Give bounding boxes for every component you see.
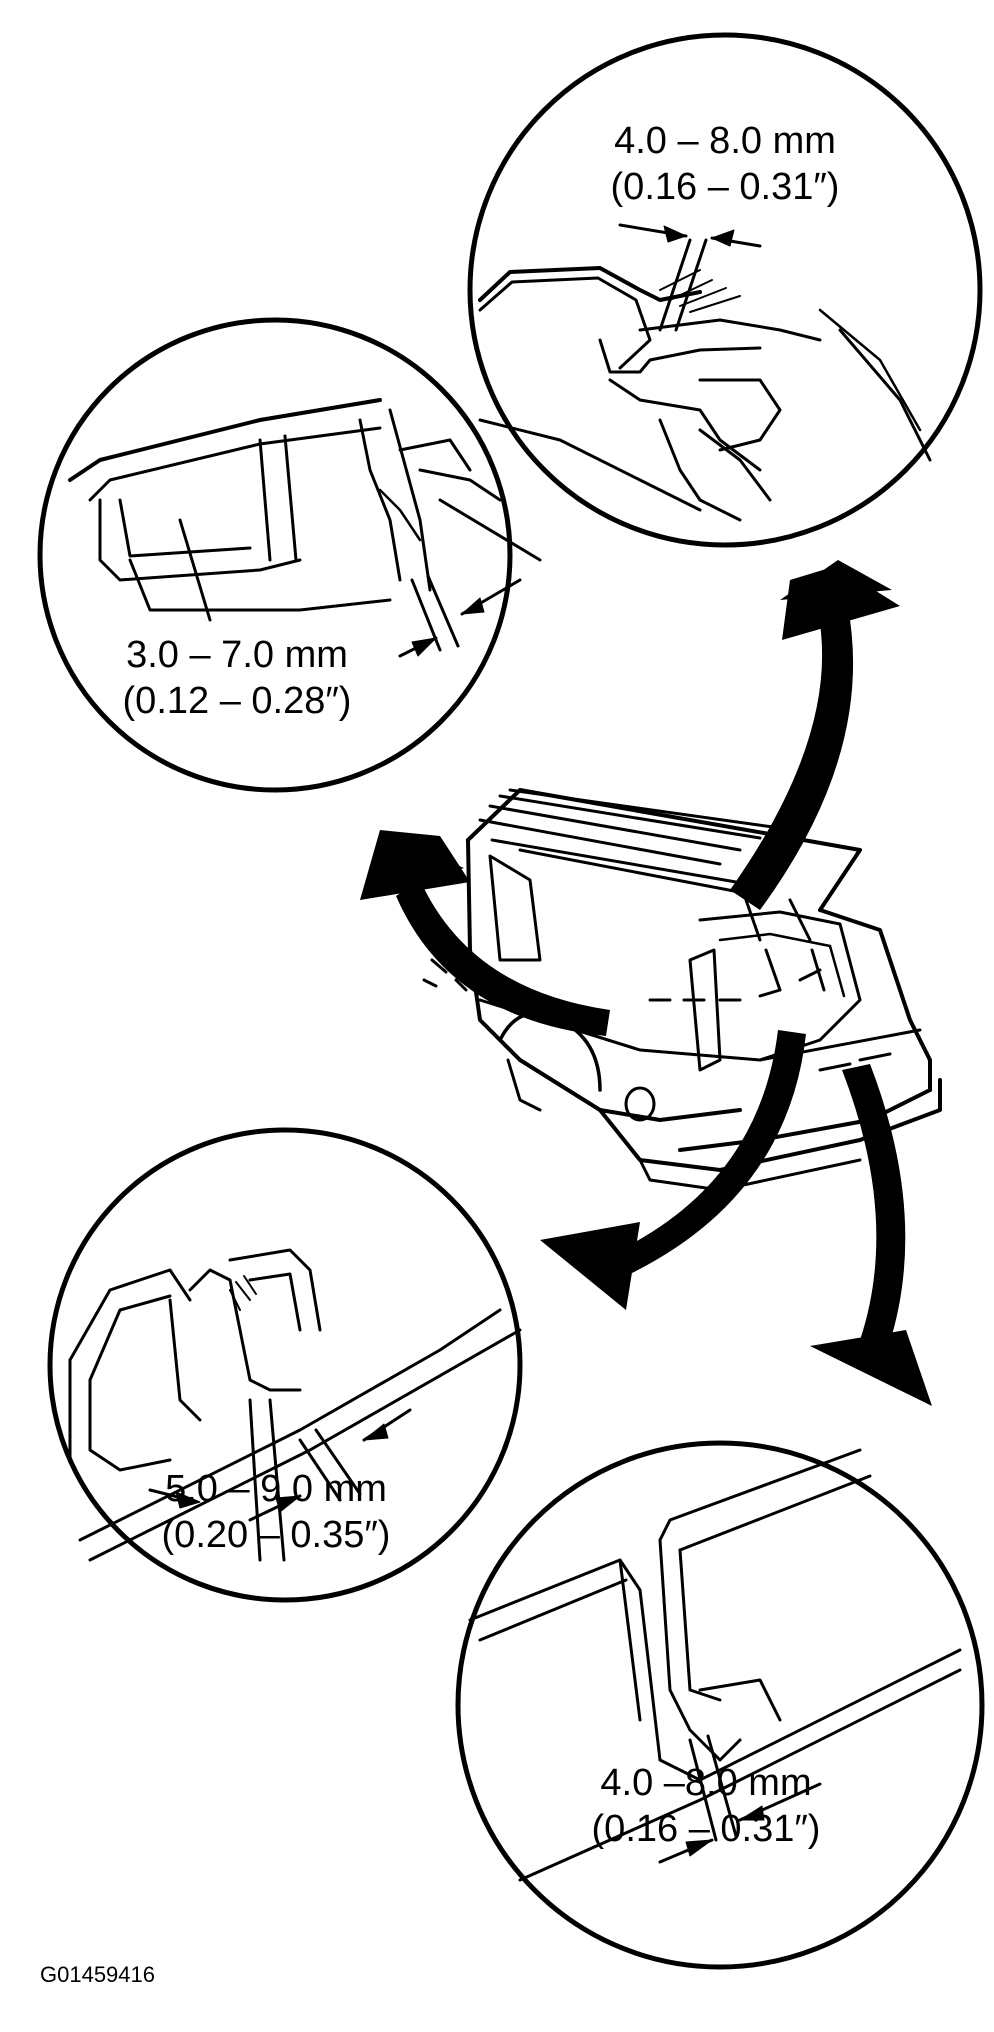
callout-label-top-right: 4.0 – 8.0 mm (0.16 – 0.31″): [575, 118, 875, 210]
figure-code: G01459416: [40, 1962, 155, 1987]
left-upper-metric-range: 3.0 – 7.0 mm: [126, 634, 348, 676]
left-lower-imperial-range: (0.20 – 0.35″): [161, 1514, 391, 1556]
detail-circle-top-right: [467, 32, 983, 548]
top-right-metric-range: 4.0 – 8.0 mm: [614, 120, 836, 162]
vehicle-illustration: [422, 788, 942, 1192]
callout-label-left-upper: 3.0 – 7.0 mm (0.12 – 0.28″): [92, 632, 382, 724]
detail-circle-bottom-right: [455, 1440, 985, 1970]
detail-circle-left-lower: [47, 1127, 523, 1603]
bottom-right-metric-range: 4.0 –8.0 mm: [600, 1762, 812, 1804]
bottom-right-imperial-range: (0.16 – 0.31″): [591, 1808, 821, 1850]
left-lower-metric-range: 5.0 – 9.0 mm: [165, 1468, 387, 1510]
callout-label-bottom-right: 4.0 –8.0 mm (0.16 – 0.31″): [556, 1760, 856, 1852]
detail-circle-left-upper: [37, 317, 542, 793]
callout-arrows: [360, 560, 932, 1406]
left-upper-imperial-range: (0.12 – 0.28″): [122, 680, 352, 722]
top-right-imperial-range: (0.16 – 0.31″): [610, 166, 840, 208]
callout-label-left-lower: 5.0 – 9.0 mm (0.20 – 0.35″): [126, 1466, 426, 1558]
